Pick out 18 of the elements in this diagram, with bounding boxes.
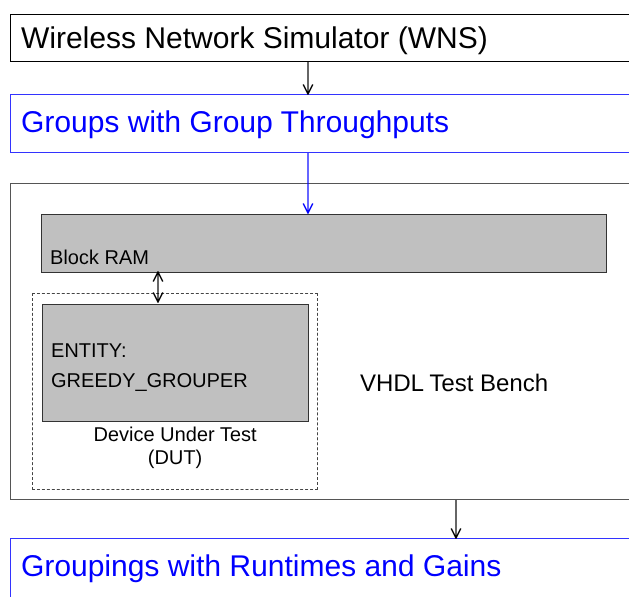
node-label: Wireless Network Simulator (WNS) xyxy=(21,22,488,56)
arrow xyxy=(302,153,314,214)
dashed-group-box xyxy=(32,293,318,490)
node-label: Device Under Test (DUT) xyxy=(92,424,258,470)
test-bench-box xyxy=(10,183,629,500)
node-label: ENTITY: GREEDY_GROUPER xyxy=(51,339,249,394)
memory-block xyxy=(41,214,607,273)
arrow xyxy=(152,271,164,303)
node-label: Block RAM xyxy=(50,247,149,270)
entity-box xyxy=(42,304,309,422)
arrow xyxy=(450,500,462,539)
output-box xyxy=(10,538,629,597)
data-box xyxy=(10,94,629,153)
node-label: Groupings with Runtimes and Gains xyxy=(21,550,502,584)
node-label: Groups with Group Throughputs xyxy=(21,106,450,140)
simulator-box xyxy=(10,14,629,62)
arrow xyxy=(302,62,314,95)
node-label: VHDL Test Bench xyxy=(360,370,548,398)
